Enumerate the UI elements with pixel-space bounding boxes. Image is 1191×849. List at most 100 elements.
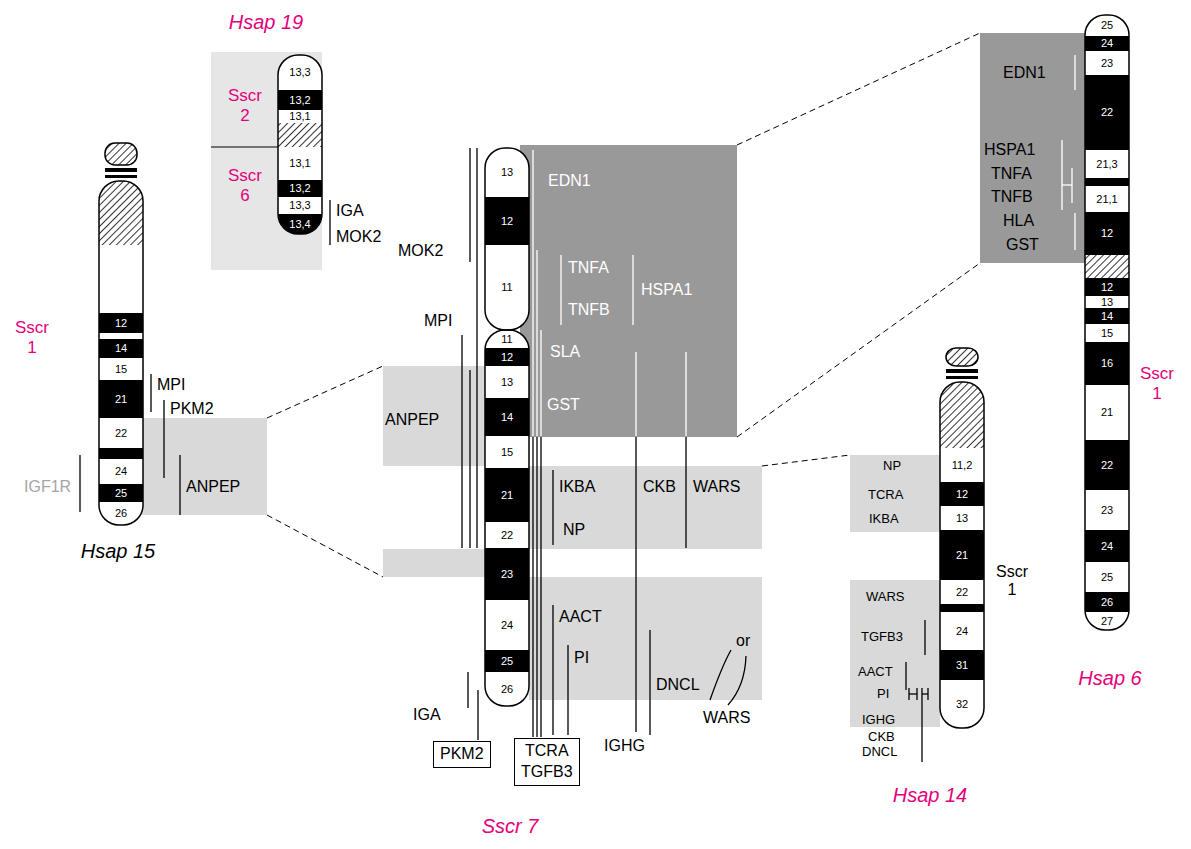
band-fill xyxy=(278,110,322,123)
chromosome-band: 12 xyxy=(485,197,529,245)
leader-line xyxy=(179,455,180,515)
chromosome-band: 11,2 xyxy=(940,448,984,482)
chromosome-outline xyxy=(940,382,984,728)
gene-label: MOK2 xyxy=(336,228,381,246)
leader-line xyxy=(552,470,553,545)
chromosome-title: Sscr 7 xyxy=(482,815,539,838)
band-number: 12 xyxy=(115,318,127,329)
chromosome-outline xyxy=(485,330,529,706)
band-fill xyxy=(940,382,984,448)
band-number: 32 xyxy=(956,699,968,710)
band-fill xyxy=(99,181,143,245)
gene-label: CKB xyxy=(868,730,895,745)
gene-label: TNFA xyxy=(991,165,1032,183)
leader-line xyxy=(905,662,906,690)
gene-label: IGA xyxy=(413,706,441,724)
leader-line xyxy=(909,693,917,694)
band-fill xyxy=(99,333,143,339)
band-number: 24 xyxy=(115,466,127,477)
band-number: 13 xyxy=(501,167,513,178)
chromosome-band: 13 xyxy=(485,366,529,398)
chromosome-band: 24 xyxy=(1085,530,1129,562)
leader-line xyxy=(1074,55,1075,90)
band-fill xyxy=(99,484,143,502)
band-number: 23 xyxy=(1101,505,1113,516)
gene-label: TNFA xyxy=(568,259,609,277)
leader-line xyxy=(685,437,686,548)
chromosome-band: 15 xyxy=(99,358,143,380)
chromosome-band: 12 xyxy=(1085,278,1129,296)
satellite xyxy=(946,348,978,366)
chromosome-band: 23 xyxy=(485,548,529,600)
chromosome-band: 24 xyxy=(485,600,529,650)
chromosome-band: 21 xyxy=(1085,385,1129,440)
chromosome-band: 21,1 xyxy=(1085,186,1129,212)
band-fill xyxy=(278,90,322,110)
band-number: 16 xyxy=(1101,358,1113,369)
band-number: 13,3 xyxy=(289,200,310,211)
band-fill xyxy=(1085,51,1129,75)
band-number: 13 xyxy=(1101,297,1113,308)
band-number: 14 xyxy=(1101,311,1113,322)
band-number: 14 xyxy=(501,412,513,423)
gene-label: MPI xyxy=(424,312,452,330)
gene-label: MPI xyxy=(157,376,185,394)
gene-label: PI xyxy=(877,687,889,702)
gene-label: IKBA xyxy=(559,478,595,496)
band-fill xyxy=(940,650,984,680)
leader-line xyxy=(532,150,533,436)
chromosome-band: 13 xyxy=(940,506,984,530)
band-fill xyxy=(278,180,322,197)
band-number: 26 xyxy=(1101,597,1113,608)
band-number: 22 xyxy=(956,587,968,598)
band-number: 22 xyxy=(1101,107,1113,118)
chromosome-band: 25 xyxy=(1085,562,1129,592)
chromosome-ideogram xyxy=(485,148,529,706)
band-fill xyxy=(485,330,529,348)
homology-region xyxy=(383,366,487,466)
gene-label: PI xyxy=(574,649,589,667)
homology-region xyxy=(211,52,322,270)
chromosome-band: 21 xyxy=(940,530,984,580)
gene-label: SLA xyxy=(550,343,580,361)
band-number: 21 xyxy=(956,550,968,561)
band-number: 15 xyxy=(115,364,127,375)
chromosome-band: 12 xyxy=(940,482,984,506)
chromosome-band: 12 xyxy=(485,348,529,366)
band-number: 24 xyxy=(1101,38,1113,49)
leader-line xyxy=(461,335,462,548)
band-fill xyxy=(485,600,529,650)
band-fill xyxy=(940,530,984,580)
leader-line xyxy=(476,148,477,548)
chromosome-band: 13,1 xyxy=(278,110,322,123)
leader-line xyxy=(649,630,650,735)
band-number: 11,2 xyxy=(952,460,973,471)
gene-label: IGA xyxy=(336,202,364,220)
band-number: 31 xyxy=(956,660,968,671)
band-fill xyxy=(485,436,529,468)
gene-name: TCRA xyxy=(521,741,573,762)
gene-label: NP xyxy=(883,459,901,474)
leader-line xyxy=(150,374,151,412)
band-fill xyxy=(485,398,529,436)
curve-line xyxy=(728,656,746,705)
leader-line xyxy=(536,437,537,737)
gene-label: IGHG xyxy=(604,737,645,755)
band-fill xyxy=(278,123,322,147)
band-number: 21 xyxy=(1101,407,1113,418)
band-fill xyxy=(99,459,143,484)
band-number: 21 xyxy=(501,490,513,501)
band-fill xyxy=(940,482,984,506)
leader-line xyxy=(560,255,561,325)
band-fill xyxy=(940,612,984,650)
species-chromosome-label: Sscr 2 xyxy=(223,86,267,125)
band-fill xyxy=(940,604,984,612)
band-fill xyxy=(1085,255,1129,278)
band-number: 12 xyxy=(501,216,513,227)
dashed-line xyxy=(762,455,850,466)
gene-box: TCRATGFB3 xyxy=(514,738,580,786)
gene-label: WARS xyxy=(866,590,905,605)
chromosome-band: 21 xyxy=(485,468,529,522)
chromosome-band: 24 xyxy=(99,459,143,484)
stalk-bar xyxy=(105,175,137,178)
